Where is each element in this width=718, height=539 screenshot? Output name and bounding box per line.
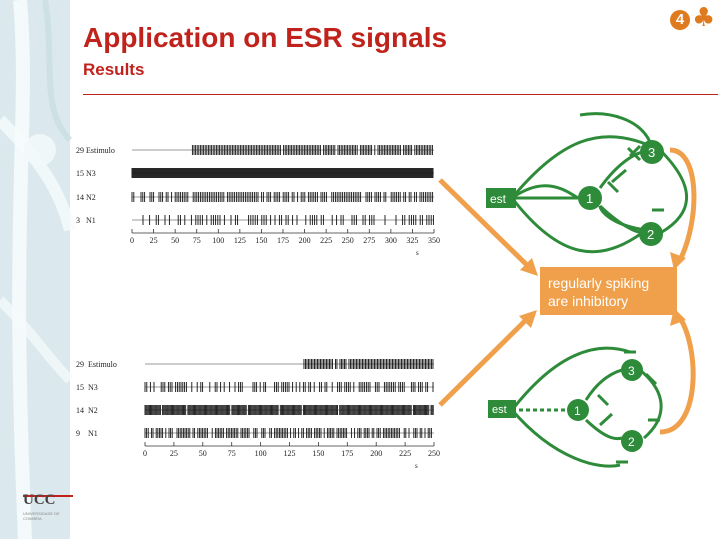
raster-row-label: Estimulo <box>86 146 115 155</box>
page-title: Application on ESR signals <box>83 22 448 53</box>
raster-row-index: 29 <box>76 146 84 155</box>
raster-x-tick-label: 25 <box>170 449 178 458</box>
raster-x-tick-label: 100 <box>212 236 224 245</box>
raster-x-unit: s <box>415 462 418 470</box>
raster-x-tick-label: 50 <box>199 449 207 458</box>
network-top-input-label: est <box>490 192 507 206</box>
raster-row-label: N1 <box>86 216 96 225</box>
network-nodes-bottom: est 1 2 3 <box>488 359 643 452</box>
network-top-node-1: 1 <box>586 191 593 206</box>
network-top-node-3: 3 <box>648 145 655 160</box>
raster-row-label: N2 <box>86 193 96 202</box>
raster-row-index: 9 <box>76 429 80 438</box>
raster-row-index: 15 <box>76 383 84 392</box>
raster-x-tick-label: 275 <box>363 236 375 245</box>
raster-row-index: 14 <box>76 406 84 415</box>
note-line-2: are inhibitory <box>548 293 628 309</box>
raster-x-tick-label: 175 <box>277 236 289 245</box>
raster-x-tick-label: 200 <box>370 449 382 458</box>
raster-plot-bottom: 29 Estimulo 15 N3 14 N2 9 N1 0 25 50 75 100 125 150 175… <box>76 359 440 470</box>
raster-x-unit: s <box>416 249 419 257</box>
raster-x-tick-label: 200 <box>299 236 311 245</box>
raster-x-tick-label: 250 <box>428 449 440 458</box>
raster-x-tick-label: 25 <box>150 236 158 245</box>
raster-x-tick-label: 0 <box>130 236 134 245</box>
raster-x-tick-label: 175 <box>341 449 353 458</box>
raster-x-tick-label: 225 <box>399 449 411 458</box>
network-nodes-top: est 1 2 3 <box>486 140 664 246</box>
logo-subtitle: UNIVERSIDADE DE COIMBRA <box>23 511 60 521</box>
raster-row-label: N3 <box>86 169 96 178</box>
raster-x-tick-label: 250 <box>342 236 354 245</box>
raster-x-tick-label: 75 <box>228 449 236 458</box>
club-icon: ♣ <box>692 3 716 33</box>
raster-row-index: 29 <box>76 360 84 369</box>
orange-arrows <box>438 147 697 435</box>
raster-row-index: 3 <box>76 216 80 225</box>
raster-row-label: N2 <box>88 406 98 415</box>
logo-divider <box>23 495 73 497</box>
raster-x-tick-label: 325 <box>406 236 418 245</box>
raster-row-label: Estimulo <box>88 360 117 369</box>
note-line-1: regularly spiking <box>548 275 649 291</box>
raster-x-tick-label: 125 <box>284 449 296 458</box>
raster-x-tick-label: 300 <box>385 236 397 245</box>
raster-x-tick-label: 150 <box>255 236 267 245</box>
raster-row-index: 14 <box>76 193 84 202</box>
network-bottom-node-1: 1 <box>574 404 581 418</box>
raster-row-index: 15 <box>76 169 84 178</box>
raster-row-label: N3 <box>88 383 98 392</box>
raster-x-tick-label: 75 <box>193 236 201 245</box>
note-box: regularly spiking are inhibitory <box>540 267 677 315</box>
page-subtitle: Results <box>83 60 145 79</box>
decorative-background <box>0 0 76 539</box>
network-bottom-node-2: 2 <box>628 435 635 449</box>
raster-row-label: N1 <box>88 429 98 438</box>
raster-x-tick-label: 350 <box>428 236 440 245</box>
network-bottom-input-label: est <box>492 404 507 416</box>
raster-x-tick-label: 50 <box>171 236 179 245</box>
logo-name: UCC <box>23 492 56 508</box>
raster-x-tick-label: 0 <box>143 449 147 458</box>
raster-x-tick-label: 150 <box>312 449 324 458</box>
raster-x-tick-label: 225 <box>320 236 332 245</box>
page-number-badge: 4 <box>670 10 690 30</box>
network-bottom-node-3: 3 <box>628 364 635 378</box>
network-diagram-bottom <box>510 346 663 468</box>
title-divider <box>83 94 718 95</box>
raster-x-tick-label: 125 <box>234 236 246 245</box>
network-top-node-2: 2 <box>647 227 654 242</box>
raster-x-tick-label: 100 <box>255 449 267 458</box>
